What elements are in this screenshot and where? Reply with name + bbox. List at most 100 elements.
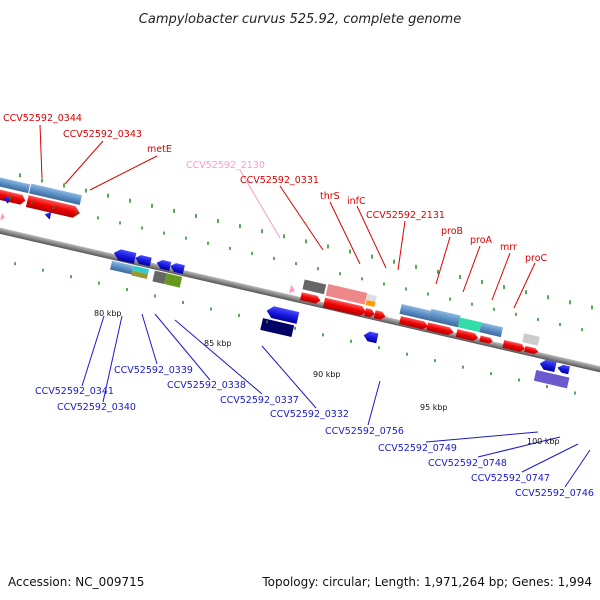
forward-gene-arrow[interactable] [25, 195, 81, 219]
forward-gene-arrow[interactable] [322, 297, 367, 317]
label-connector [174, 319, 263, 395]
cds-feature[interactable] [457, 317, 482, 333]
cds-feature[interactable] [533, 369, 570, 389]
label-connector [261, 345, 317, 409]
reverse-gene-label[interactable]: CCV52592_0332 [270, 409, 349, 420]
ruler-labels: 80 kbp 85 kbp 90 kbp 95 kbp 100 kbp [94, 309, 560, 446]
forward-gene-arrow[interactable] [524, 345, 539, 355]
ruler-label: 90 kbp [313, 370, 341, 379]
label-connector [141, 313, 158, 365]
page-title: Campylobacter curvus 525.92, complete ge… [139, 12, 461, 27]
cds-feature[interactable] [109, 260, 134, 275]
reverse-gene-arrow[interactable] [169, 262, 185, 274]
forward-gene-arrow[interactable] [426, 322, 454, 336]
reverse-gene-arrow[interactable] [44, 210, 52, 220]
label-connector [89, 155, 158, 191]
label-connector [564, 449, 591, 488]
cds-feature[interactable] [0, 176, 31, 194]
label-connectors [39, 124, 591, 488]
forward-gene-label[interactable]: CCV52592_0344 [3, 113, 82, 124]
accession-text: Accession: NC_009715 [8, 575, 144, 589]
reverse-gene-label[interactable]: CCV52592_0340 [57, 402, 136, 413]
ruler-label: 85 kbp [204, 339, 232, 348]
forward-gene-label[interactable]: thrS [320, 191, 340, 202]
cds-feature[interactable] [522, 333, 540, 346]
reverse-gene-label[interactable]: CCV52592_0749 [378, 443, 457, 454]
forward-gene-label[interactable]: infC [347, 196, 366, 207]
reverse-gene-label[interactable]: CCV52592_0747 [471, 473, 550, 484]
reverse-gene-label[interactable]: CCV52592_0746 [515, 488, 594, 499]
forward-gene-label[interactable]: CCV52592_2131 [366, 210, 445, 221]
reverse-gene-arrow[interactable] [156, 259, 172, 271]
ruler-label: 95 kbp [420, 403, 448, 412]
forward-gene-arrow[interactable] [0, 187, 26, 206]
label-connector [521, 443, 579, 473]
label-connector [513, 262, 536, 309]
forward-gene-arrow[interactable] [289, 284, 296, 295]
forward-gene-label[interactable]: metE [147, 144, 172, 155]
label-connector [462, 245, 481, 293]
genome-info-text: Topology: circular; Length: 1,971,264 bp… [261, 575, 592, 589]
label-connector [39, 124, 43, 179]
label-connector [367, 380, 381, 426]
ruler-label: 100 kbp [527, 437, 560, 446]
forward-gene-arrow[interactable] [479, 335, 493, 345]
forward-gene-arrow[interactable] [0, 212, 6, 222]
reverse-gene-label[interactable]: CCV52592_0748 [428, 458, 507, 469]
forward-gene-label[interactable]: proB [441, 226, 463, 237]
reverse-gene-arrow[interactable] [363, 330, 379, 344]
forward-gene-arrow[interactable] [364, 308, 376, 318]
label-connector [435, 236, 451, 285]
forward-gene-label[interactable]: mrr [500, 242, 517, 253]
reverse-gene-arrow[interactable] [556, 364, 570, 375]
label-connector [239, 169, 281, 239]
forward-gene-arrow[interactable] [373, 310, 387, 320]
reverse-gene-label[interactable]: CCV52592_0337 [220, 395, 299, 406]
label-connector [425, 431, 539, 443]
forward-gene-label[interactable]: proC [525, 253, 548, 264]
tick-marks [9, 173, 593, 395]
reverse-gene-arrow[interactable] [265, 305, 300, 324]
forward-gene-arrow[interactable] [455, 329, 479, 342]
reverse-gene-arrow[interactable] [112, 248, 137, 264]
forward-gene-arrow[interactable] [502, 339, 525, 353]
forward-gene-label[interactable]: CCV52592_0331 [240, 175, 319, 186]
label-connector [329, 201, 361, 265]
label-connector [64, 140, 104, 185]
cds-feature[interactable] [164, 273, 183, 288]
reverse-gene-arrow[interactable] [539, 359, 557, 373]
label-connector [356, 205, 387, 269]
cds-feature[interactable] [325, 283, 368, 305]
forward-gene-label[interactable]: CCV52592_2130 [186, 160, 265, 171]
cds-feature[interactable] [365, 300, 376, 307]
cds-feature[interactable] [29, 183, 82, 206]
forward-gene-arrow[interactable] [399, 316, 429, 330]
reverse-gene-arrow[interactable] [2, 195, 10, 204]
forward-gene-arrow[interactable] [300, 292, 321, 304]
forward-gene-label[interactable]: proA [470, 235, 493, 246]
label-connector [397, 220, 406, 271]
cds-feature[interactable] [131, 270, 148, 279]
cds-feature[interactable] [302, 279, 327, 295]
reverse-gene-label[interactable]: CCV52592_0338 [167, 380, 246, 391]
cds-feature[interactable] [399, 303, 431, 321]
ruler-label: 80 kbp [94, 309, 122, 318]
cds-feature[interactable] [152, 270, 167, 285]
reverse-gene-arrow[interactable] [134, 254, 152, 267]
cds-feature[interactable] [365, 293, 377, 303]
reverse-gene-label[interactable]: CCV52592_0756 [325, 426, 404, 437]
cds-feature[interactable] [260, 318, 295, 338]
cds-feature[interactable] [132, 265, 150, 275]
label-connector [279, 185, 324, 251]
forward-gene-label[interactable]: CCV52592_0343 [63, 129, 142, 140]
label-connector [491, 252, 511, 301]
label-connector [154, 313, 211, 381]
cds-feature[interactable] [479, 322, 504, 338]
reverse-gene-label[interactable]: CCV52592_0339 [114, 365, 193, 376]
reverse-gene-label[interactable]: CCV52592_0341 [35, 386, 114, 397]
label-connector [81, 315, 105, 387]
cds-feature[interactable] [428, 308, 461, 328]
label-connector [477, 436, 561, 458]
